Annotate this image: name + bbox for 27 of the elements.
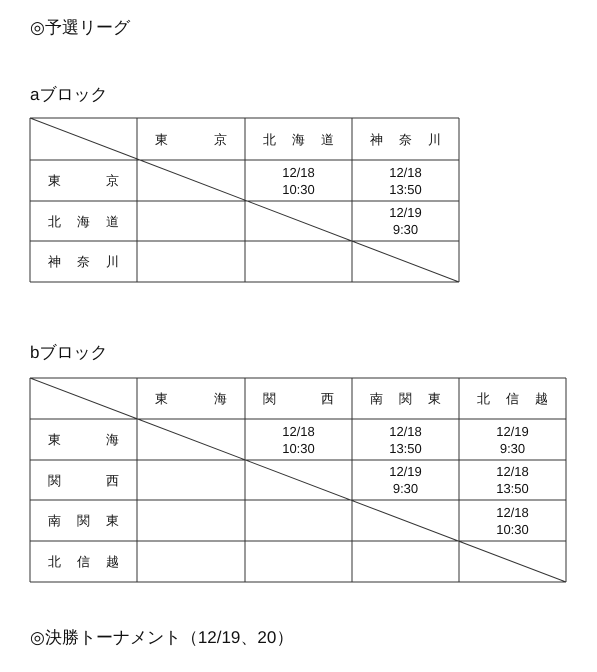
team-name: 北海道: [48, 212, 119, 230]
match-schedule: 12/18 13:50: [388, 164, 423, 198]
team-name: 南関東: [370, 390, 441, 407]
block-heading: bブロック: [30, 343, 108, 363]
team-name: 関西: [48, 472, 119, 488]
team-name: 関西: [263, 390, 334, 407]
team-name: 神奈川: [48, 253, 119, 270]
team-name: 東京: [48, 172, 119, 189]
match-schedule: 12/19 9:30: [495, 422, 530, 456]
match-schedule: 12/18 10:30: [281, 422, 316, 456]
match-schedule: 12/18 10:30: [495, 504, 530, 538]
team-name: 東海: [48, 431, 119, 448]
match-schedule: 12/19 9:30: [388, 204, 423, 238]
section-heading: ◎予選リーグ: [30, 18, 130, 38]
section-heading: ◎決勝トーナメント（12/19、20）: [30, 628, 294, 648]
block-heading: aブロック: [30, 85, 108, 105]
match-schedule: 12/18 13:50: [495, 463, 530, 497]
match-schedule: 12/18 13:50: [388, 422, 423, 456]
match-schedule: 12/18 10:30: [281, 164, 316, 198]
team-name: 南関東: [48, 512, 119, 529]
team-name: 神奈川: [370, 130, 441, 148]
team-name: 北信越: [477, 390, 548, 407]
team-name: 東京: [155, 130, 227, 148]
team-name: 北信越: [48, 553, 119, 570]
match-schedule: 12/19 9:30: [388, 463, 423, 497]
team-name: 北海道: [263, 130, 334, 148]
team-name: 東海: [155, 390, 227, 407]
